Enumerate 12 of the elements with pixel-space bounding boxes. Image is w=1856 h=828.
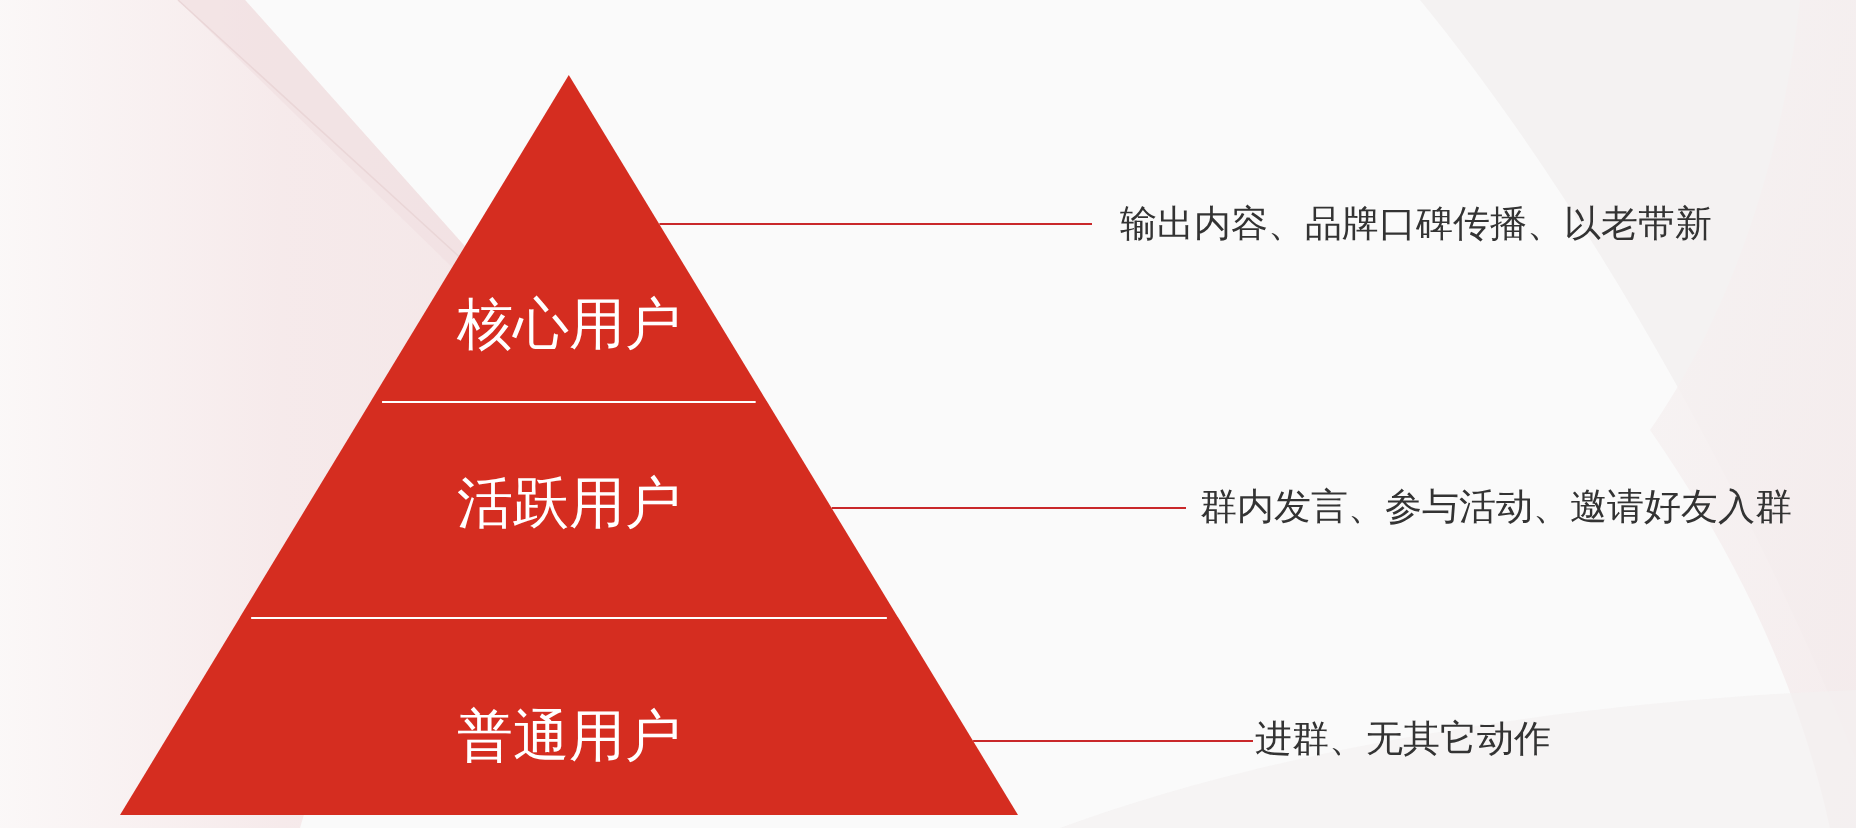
connector-line — [972, 740, 1254, 742]
pyramid-tier — [240, 401, 898, 617]
description-text: 群内发言、参与活动、邀请好友入群 — [1200, 485, 1792, 529]
connector-line — [830, 507, 1187, 509]
tier-label: 普通用户 — [457, 705, 681, 767]
description-text: 输出内容、品牌口碑传播、以老带新 — [1120, 202, 1712, 246]
tier-label: 核心用户 — [457, 293, 681, 355]
connector-line — [658, 223, 1093, 225]
tier-label: 活跃用户 — [457, 472, 681, 534]
description-text: 进群、无其它动作 — [1255, 717, 1551, 761]
pyramid-tier — [371, 75, 767, 401]
pyramid-tier — [120, 617, 1018, 815]
